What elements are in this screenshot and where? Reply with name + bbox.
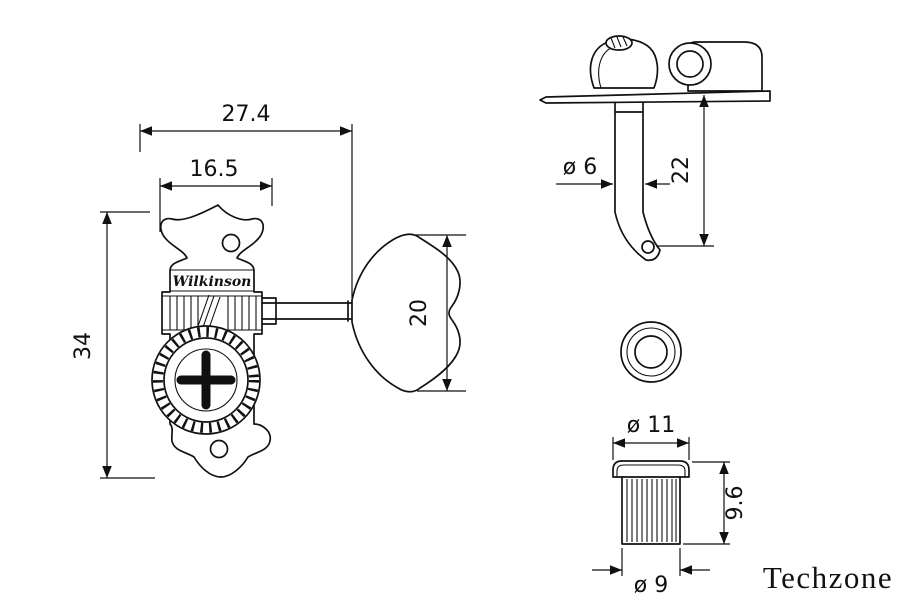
tuner-shaft [261,297,353,325]
button-side [589,38,659,89]
plate-side [539,90,771,104]
ferrule-ring [620,321,682,383]
brand-text: Wilkinson [173,274,252,290]
dim-post-diameter: ø 6 [556,155,670,189]
screw-hole-top [221,233,241,253]
dim-button-height-label: 20 [407,299,432,327]
string-post [614,102,661,262]
dim-plate-width: 16.5 [159,157,273,232]
button-screw [605,35,633,51]
dim-bushing-height: 9.6 [683,461,748,545]
techzone-watermark: Techzone [763,560,893,595]
dim-plate-width-label: 16.5 [190,157,239,182]
dim-flange-diameter-label: ø 11 [627,413,675,438]
dim-button-height: 20 [407,234,466,392]
brand-banner [170,269,254,292]
dim-total-height-label: 34 [71,332,96,360]
dim-post-length-label: 22 [669,156,694,184]
dim-bushing-height-label: 9.6 [723,486,748,521]
front-view: Wilkinson 27.4 16.5 [71,102,466,479]
dim-total-width: 27.4 [139,102,353,298]
dim-body-diameter: ø 9 [592,548,710,598]
lug-ring-hole [676,50,704,78]
dim-post-length: 22 [656,95,714,247]
bushing-knurling [626,479,677,542]
dim-post-diameter-label: ø 6 [563,155,597,180]
dim-body-diameter-label: ø 9 [634,573,668,598]
post-string-hole [641,240,655,254]
dim-total-width-label: 27.4 [222,102,271,127]
bushing-body [621,476,681,545]
side-view: ø 6 22 [539,35,771,262]
phillips-screw-icon [176,350,236,410]
bushing-flange [612,460,690,478]
dim-flange-diameter: ø 11 [612,413,690,460]
screw-hole-bottom [209,439,229,459]
press-bushing: ø 11 9.6 ø 9 [592,413,748,598]
knurled-wheel [151,325,261,435]
dim-total-height: 34 [71,211,155,479]
